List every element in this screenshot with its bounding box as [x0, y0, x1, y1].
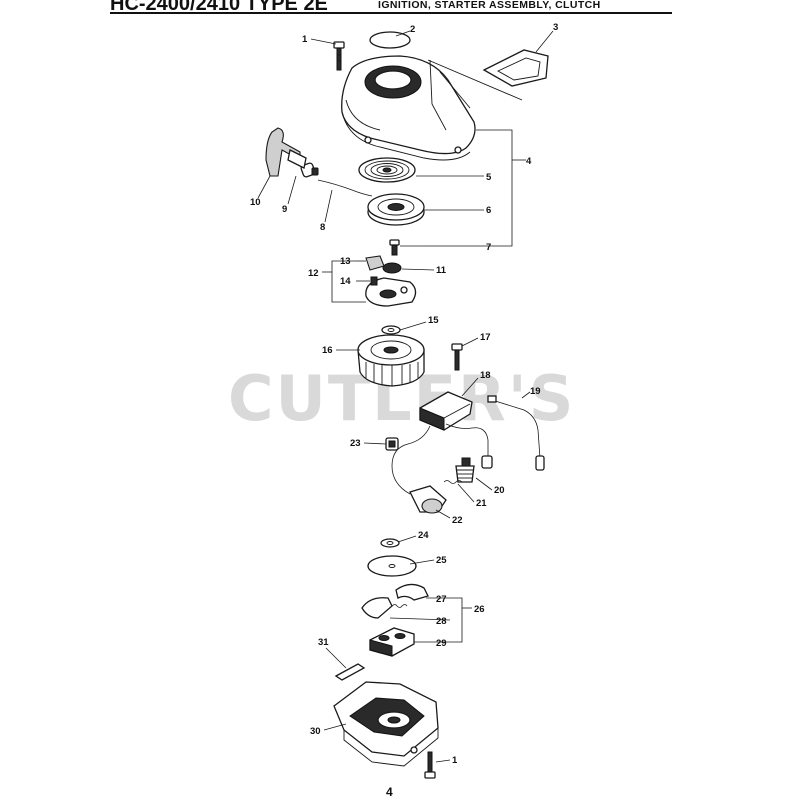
callout-1-top: 1: [302, 34, 308, 45]
part-16-flywheel: [357, 334, 425, 387]
callout-11: 11: [436, 265, 447, 276]
part-4-starter-housing: [341, 55, 523, 161]
part-28-clutch-spring: [361, 597, 408, 619]
part-17-bolt: [451, 343, 463, 371]
callout-22: 22: [452, 515, 463, 526]
callout-26: 26: [474, 604, 485, 615]
callout-30: 30: [310, 726, 321, 737]
leader-lines: [257, 30, 554, 763]
callout-31: 31: [318, 637, 329, 648]
part-19-stop-wire: [487, 395, 545, 471]
model-title: HC-2400/2410 TYPE 2E: [110, 0, 328, 15]
callout-19: 19: [530, 386, 541, 397]
part-27-clutch-shoe-upper: [395, 583, 429, 601]
callout-10: 10: [250, 197, 261, 208]
part-6-pulley: [367, 193, 425, 226]
part-14-spring: [370, 276, 378, 286]
part-10-starter-handle: [265, 127, 307, 177]
part-11-nut: [382, 262, 402, 274]
part-3-label: [482, 49, 549, 87]
callout-9: 9: [282, 204, 287, 215]
part-18-ignition-coil: [391, 391, 493, 495]
callout-12: 12: [308, 268, 319, 279]
part-31-gasket: [334, 663, 366, 681]
page-number: 4: [386, 785, 393, 799]
part-13-pawl: [365, 255, 385, 271]
callout-21: 21: [476, 498, 487, 509]
part-2-seal-disc: [369, 31, 411, 49]
callout-17: 17: [480, 332, 491, 343]
callout-6: 6: [486, 205, 491, 216]
part-1-bolt-top: [333, 41, 345, 71]
callout-18: 18: [480, 370, 491, 381]
part-1-bolt-bottom: [424, 751, 436, 779]
part-21-spring: [443, 480, 463, 484]
callout-25: 25: [436, 555, 447, 566]
callout-20: 20: [494, 485, 505, 496]
part-29-clutch-hub: [369, 627, 415, 657]
part-30-engine-mount: [333, 681, 439, 767]
callout-15: 15: [428, 315, 439, 326]
callout-14: 14: [340, 276, 351, 287]
part-12-ratchet-assembly: [365, 277, 417, 307]
callout-4: 4: [526, 156, 532, 167]
part-25-plate: [367, 555, 417, 577]
callout-7: 7: [486, 242, 491, 253]
callout-5: 5: [486, 172, 492, 183]
part-22-plug-cap: [409, 485, 447, 514]
part-24-washer: [380, 538, 400, 548]
callout-13: 13: [340, 256, 351, 267]
callout-2: 2: [410, 24, 415, 35]
part-15-washer: [381, 325, 401, 335]
callout-16: 16: [322, 345, 333, 356]
callout-3: 3: [553, 22, 558, 33]
part-8-rope: [317, 179, 373, 197]
part-5-recoil-spring: [358, 157, 416, 183]
callout-23: 23: [350, 438, 361, 449]
callout-27: 27: [436, 594, 447, 605]
callout-numbers: 1 2 3 4 5 6 7 8 9 10 11 12 13 14 15 16 1…: [250, 22, 558, 766]
header: HC-2400/2410 TYPE 2E IGNITION, STARTER A…: [110, 0, 672, 15]
part-20-spark-plug: [455, 457, 475, 483]
part-7-screw: [389, 239, 400, 256]
callout-1-bottom: 1: [452, 755, 458, 766]
part-23-grommet: [385, 437, 399, 451]
callout-29: 29: [436, 638, 447, 649]
callout-8: 8: [320, 222, 325, 233]
callout-24: 24: [418, 530, 429, 541]
callout-28: 28: [436, 616, 447, 627]
section-title: IGNITION, STARTER ASSEMBLY, CLUTCH: [378, 0, 601, 11]
